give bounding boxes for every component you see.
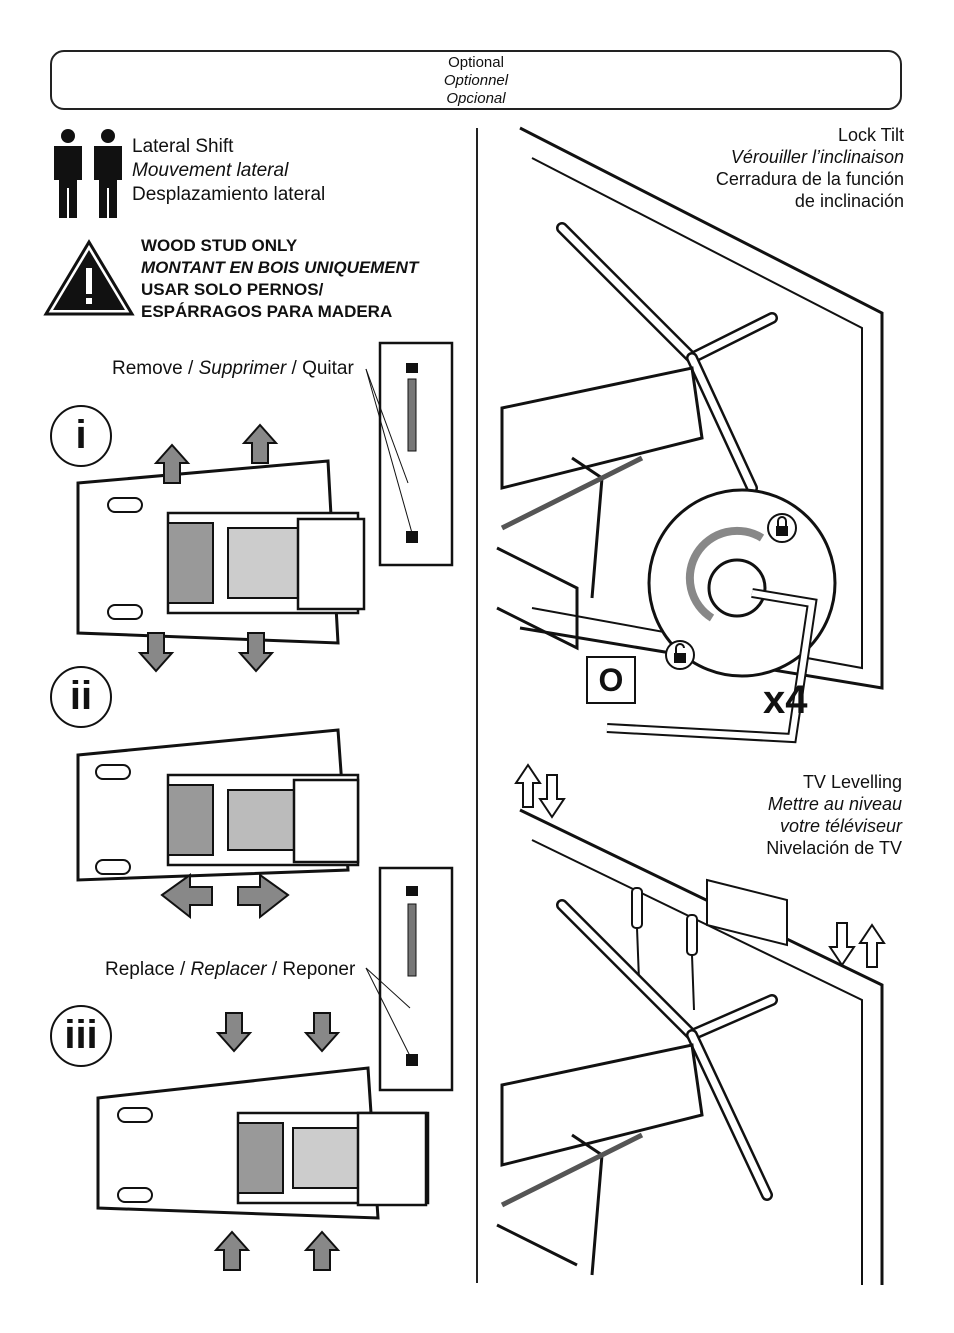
remove-fr: Supprimer [198, 358, 287, 379]
lock-fr: Vérouiller l’inclinaison [730, 147, 904, 167]
remove-en: Remove / [112, 358, 199, 379]
quantity-x4: x4 [763, 678, 808, 722]
remove-label: Remove / Supprimer / Quitar [112, 357, 354, 381]
lateral-es: Desplazamiento lateral [132, 184, 326, 205]
optional-banner: Optional Optionnel Opcional [50, 50, 902, 110]
replace-es: / Reponer [266, 959, 356, 980]
lock-tilt-text: Lock Tilt Vérouiller l’inclinaison Cerra… [716, 124, 904, 212]
step-ii-illustration [76, 728, 360, 920]
replace-en: Replace / [105, 959, 191, 980]
step-ii-marker: ii [50, 666, 112, 728]
banner-line-en: Optional [448, 54, 504, 71]
warning-es-1: USAR SOLO PERNOS/ [141, 280, 324, 299]
level-es: Nivelación de TV [766, 838, 902, 858]
warning-en: WOOD STUD ONLY [141, 236, 298, 255]
level-en: TV Levelling [802, 772, 902, 792]
level-fr-2: votre téléviseur [779, 816, 902, 836]
step-iii-marker: iii [50, 1005, 112, 1067]
lock-es-2: de inclinación [794, 191, 904, 211]
tv-levelling-text: TV Levelling Mettre au niveau votre télé… [766, 771, 902, 859]
hex-key-letter-o: O [586, 656, 636, 704]
banner-line-fr: Optionnel [443, 72, 509, 89]
remove-es: / Quitar [286, 358, 354, 379]
lock-tilt-illustration [496, 126, 884, 744]
lock-en: Lock Tilt [837, 125, 904, 145]
banner-line-es: Opcional [446, 90, 506, 107]
replace-label: Replace / Replacer / Reponer [105, 958, 355, 982]
warning-icon [43, 239, 135, 316]
step-i-marker: i [50, 405, 112, 467]
two-person-icon [54, 129, 122, 218]
wood-stud-warning: WOOD STUD ONLY MONTANT EN BOIS UNIQUEMEN… [141, 235, 418, 323]
step-iii-illustration [96, 866, 454, 1271]
warning-fr: MONTANT EN BOIS UNIQUEMENT [141, 258, 419, 277]
column-divider [476, 128, 478, 1283]
tv-levelling-illustration [496, 763, 886, 1285]
lateral-fr: Mouvement lateral [132, 160, 289, 181]
step-i-illustration [76, 341, 454, 673]
lock-es-1: Cerradura de la función [715, 169, 904, 189]
lateral-shift-text: Lateral Shift Mouvement lateral Desplaza… [132, 135, 325, 207]
level-fr-1: Mettre au niveau [767, 794, 902, 814]
lateral-en: Lateral Shift [132, 136, 234, 157]
warning-es-2: ESPÁRRAGOS PARA MADERA [141, 302, 393, 321]
replace-fr: Replacer [190, 959, 267, 980]
